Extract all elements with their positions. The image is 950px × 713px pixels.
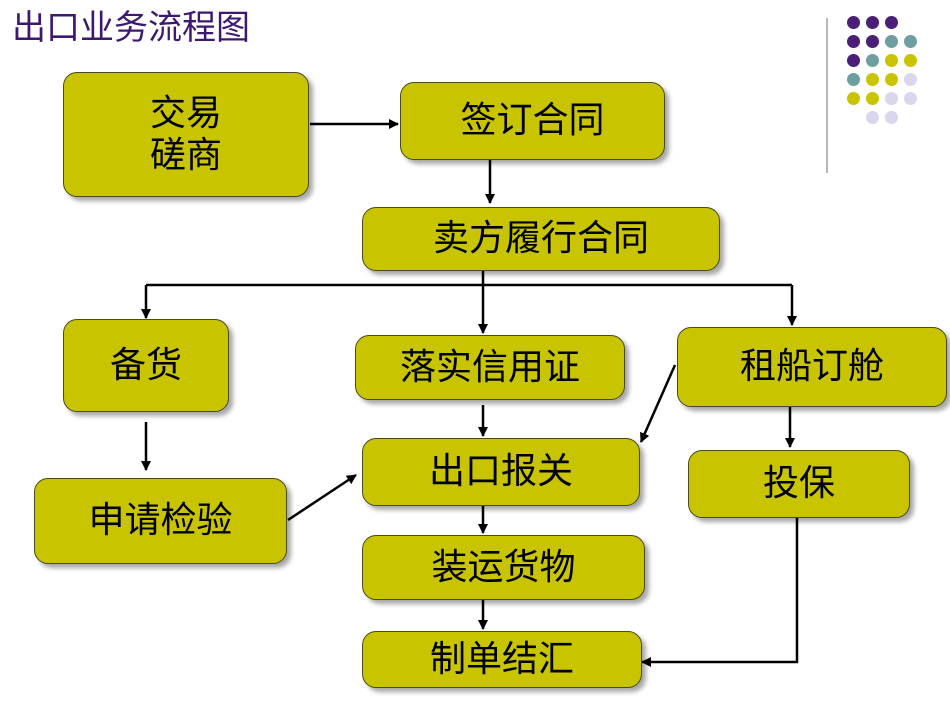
arrow-inspection-to-customs — [287, 473, 357, 522]
node-sign-contract: 签订合同 — [400, 82, 665, 160]
decorative-dot — [904, 73, 917, 86]
decorative-dot — [866, 73, 879, 86]
node-seller-perform: 卖方履行合同 — [362, 207, 720, 271]
decorative-dot — [866, 54, 879, 67]
node-prepare-goods: 备货 — [63, 319, 229, 412]
decorative-dot — [904, 35, 917, 48]
node-export-customs: 出口报关 — [362, 438, 640, 506]
page-title: 出口业务流程图 — [12, 8, 250, 48]
decorative-dot — [847, 35, 860, 48]
decorative-dot — [885, 54, 898, 67]
decorative-dot — [866, 92, 879, 105]
arrow-charter-to-customs — [639, 364, 677, 443]
decorative-dot — [885, 92, 898, 105]
decorative-dot — [866, 111, 879, 124]
node-implement-lc-label: 落实信用证 — [399, 346, 580, 388]
node-load-cargo-label: 装运货物 — [431, 546, 576, 588]
node-negotiate-label: 交易 磋商 — [149, 93, 222, 176]
node-insurance-label: 投保 — [762, 463, 835, 505]
node-implement-lc: 落实信用证 — [355, 335, 625, 400]
node-documents-settlement-label: 制单结汇 — [429, 638, 574, 680]
decorative-dot — [847, 16, 860, 29]
node-sign-contract-label: 签订合同 — [460, 100, 605, 142]
decorative-dot — [885, 35, 898, 48]
decorative-dot — [885, 111, 898, 124]
decorative-dot — [885, 73, 898, 86]
decorative-dot — [847, 73, 860, 86]
decorative-dot — [847, 92, 860, 105]
decorative-dot — [866, 35, 879, 48]
node-apply-inspection-label: 申请检验 — [88, 500, 233, 542]
node-prepare-goods-label: 备货 — [109, 344, 182, 386]
node-apply-inspection: 申请检验 — [34, 478, 287, 564]
node-charter-ship-label: 租船订舱 — [739, 346, 884, 388]
decorative-dot — [885, 16, 898, 29]
node-negotiate: 交易 磋商 — [63, 72, 309, 197]
decorative-dot — [866, 16, 879, 29]
node-export-customs-label: 出口报关 — [428, 451, 573, 493]
node-insurance: 投保 — [688, 450, 910, 518]
node-charter-ship: 租船订舱 — [677, 327, 947, 407]
decorative-divider — [826, 18, 828, 173]
node-documents-settlement: 制单结汇 — [362, 631, 642, 688]
decorative-dot — [904, 54, 917, 67]
node-load-cargo: 装运货物 — [362, 535, 645, 600]
decorative-dot — [904, 92, 917, 105]
arrow-insurance-to-settlement — [641, 518, 799, 667]
node-seller-perform-label: 卖方履行合同 — [432, 218, 649, 260]
decorative-dot — [847, 54, 860, 67]
